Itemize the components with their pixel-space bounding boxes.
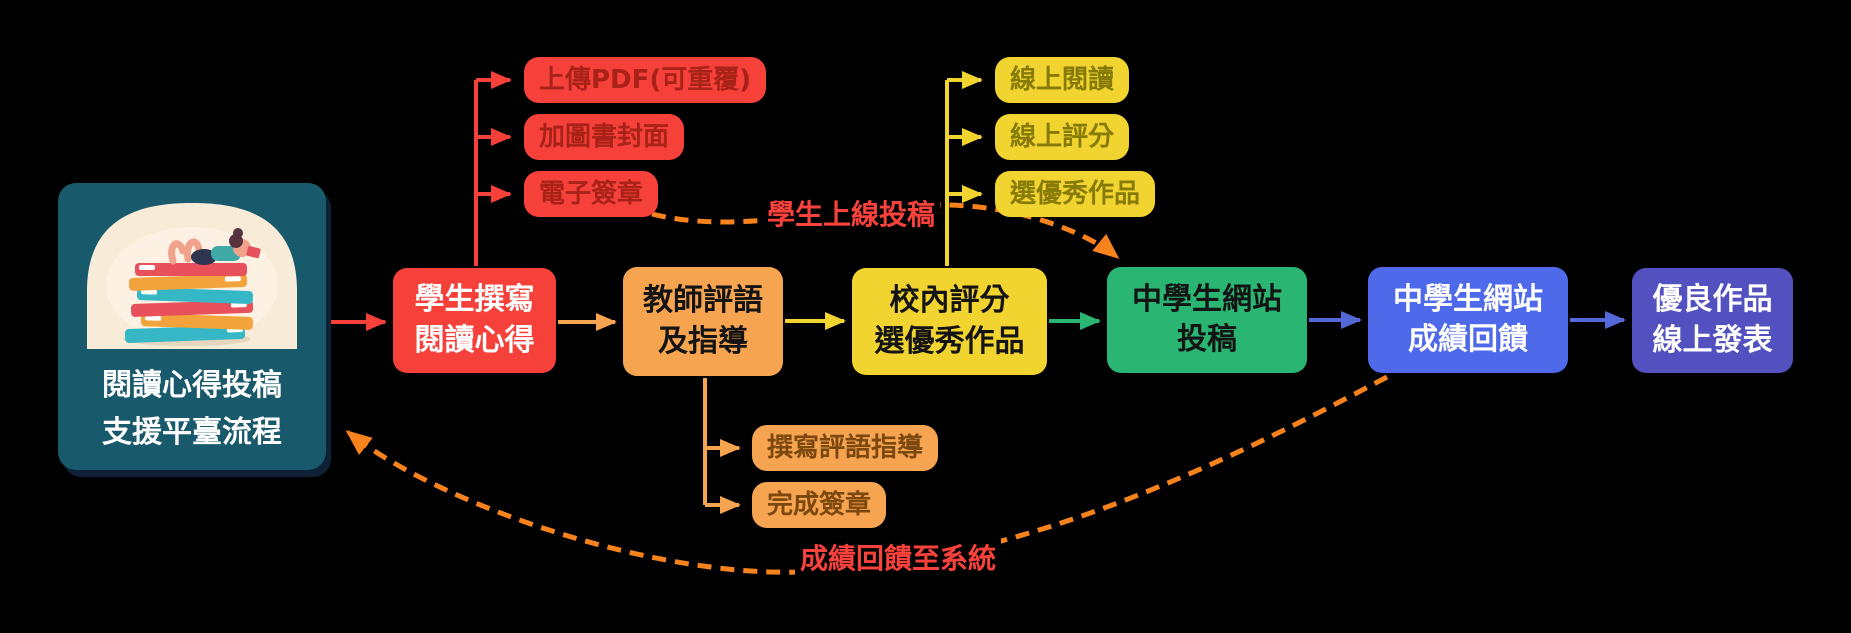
start-node-title-line2: 支援平臺流程 [102,415,282,450]
node-label: 線上發表 [1652,322,1773,358]
pill-complete-sign: 完成簽章 [752,482,887,528]
pill-online-read: 線上閱讀 [995,57,1130,103]
start-node-title-line1: 閱讀心得投稿 [102,368,282,403]
node-student-write: 學生撰寫 閱讀心得 [393,268,556,373]
node-site-submit: 中學生網站 投稿 [1107,267,1307,373]
node-label: 成績回饋 [1408,322,1528,357]
pill-upload-pdf: 上傳PDF(可重覆) [524,57,767,103]
pill-e-signature: 電子簽章 [524,171,659,217]
node-label: 中學生網站 [1132,281,1282,317]
node-label: 教師評語 [643,283,763,318]
node-label: 投稿 [1177,322,1237,357]
node-label: 校內評分 [889,283,1010,318]
books-reading-illustration [87,203,297,349]
label-student-online-submit: 學生上線投稿 [762,193,941,233]
pill-select-best: 選優秀作品 [995,171,1156,217]
book-stack-icon [124,263,254,343]
reading-person-icon [168,228,261,265]
node-teacher-comment: 教師評語 及指導 [623,267,783,376]
node-school-scoring: 校內評分 選優秀作品 [852,268,1047,375]
pill-add-cover: 加圖書封面 [524,114,685,160]
node-start-platform: 閱讀心得投稿 支援平臺流程 [58,183,326,470]
node-label: 閱讀心得 [414,322,535,358]
node-label: 中學生網站 [1393,281,1543,317]
node-publish: 優良作品 線上發表 [1632,268,1793,373]
node-label: 選優秀作品 [874,323,1025,359]
pill-online-score: 線上評分 [995,114,1130,160]
node-label: 及指導 [658,323,748,359]
pill-write-comment: 撰寫評語指導 [752,425,939,471]
node-label: 優良作品 [1652,282,1773,317]
node-site-feedback: 中學生網站 成績回饋 [1368,267,1568,373]
dashed-arrow-online-submit [651,202,1120,259]
label-score-feedback: 成績回饋至系統 [795,537,1002,577]
node-label: 學生撰寫 [414,282,535,317]
